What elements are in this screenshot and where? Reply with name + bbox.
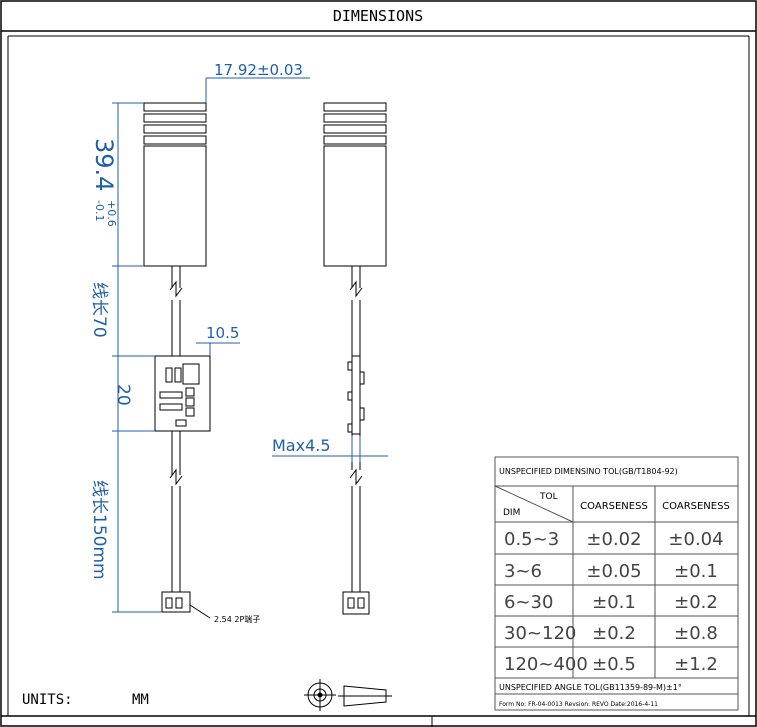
table-header-dim: DIM [503, 508, 520, 518]
fin [143, 102, 207, 112]
form-note: Form No: FR-04-0013 Revsion: REVO Date:2… [499, 701, 658, 708]
svg-text:±0.5: ±0.5 [592, 654, 636, 675]
svg-text:0.5~3: 0.5~3 [504, 529, 559, 550]
svg-text:3~6: 3~6 [504, 561, 542, 582]
fin [143, 135, 207, 145]
svg-text:±0.8: ±0.8 [674, 623, 718, 644]
svg-text:±0.2: ±0.2 [674, 592, 718, 613]
svg-text:30~120: 30~120 [504, 623, 576, 644]
connector-side [342, 591, 370, 615]
table-header-col1: COARSENESS [580, 501, 648, 512]
svg-text:±0.04: ±0.04 [668, 529, 723, 550]
wire-length-bottom-label: 线长150mm [89, 480, 109, 580]
svg-text:±0.1: ±0.1 [674, 561, 718, 582]
units-label: UNITS: [22, 692, 73, 708]
fin [323, 124, 387, 134]
table-row: 30~120 ±0.2 ±0.8 [504, 623, 718, 644]
table-row: 120~400 ±0.5 ±1.2 [504, 654, 718, 675]
svg-text:6~30: 6~30 [504, 592, 553, 613]
wire-length-top-label: 线长70 [89, 282, 109, 338]
front-view [143, 102, 211, 619]
svg-text:±0.02: ±0.02 [586, 529, 641, 550]
tolerance-table [494, 456, 739, 711]
projection-circle-icon [304, 679, 336, 711]
fin [143, 124, 207, 134]
module-width-label: 10.5 [206, 324, 239, 342]
table-title: UNSPECIFIED DIMENSINO TOL(GB/T1804-92) [499, 467, 678, 476]
body-length-tol-lower: -0.1 [93, 200, 106, 221]
cap-diameter-label: 17.92±0.03 [214, 61, 303, 79]
table-header-col2: COARSENESS [662, 501, 730, 512]
laser-body-side [323, 145, 387, 267]
body-length-tol-upper: +0.6 [105, 200, 118, 227]
svg-text:120~400: 120~400 [504, 654, 588, 675]
front-dimension-lines [112, 77, 310, 613]
max-thickness-label: Max4.5 [272, 436, 331, 455]
fin [143, 113, 207, 123]
side-dimension-lines [272, 436, 388, 462]
units-value: MM [132, 692, 149, 708]
svg-text:±0.05: ±0.05 [586, 561, 641, 582]
table-row: 0.5~3 ±0.02 ±0.04 [504, 529, 724, 550]
header-title: DIMENSIONS [333, 7, 423, 25]
svg-text:±0.2: ±0.2 [592, 623, 636, 644]
table-row: 6~30 ±0.1 ±0.2 [504, 592, 718, 613]
module-height-label: 20 [113, 384, 133, 406]
table-header-tol: TOL [539, 492, 558, 502]
table-row: 3~6 ±0.05 ±0.1 [504, 561, 718, 582]
side-view [323, 102, 387, 615]
laser-body [143, 145, 207, 267]
projection-cone-icon [338, 685, 392, 707]
fin [323, 135, 387, 145]
body-length-label: 39.4 [90, 138, 118, 191]
fin [323, 102, 387, 112]
driver-module [154, 355, 211, 432]
connector [161, 591, 191, 613]
angle-tolerance-note: UNSPECIFIED ANGLE TOL(GB11359-89-M)±1° [499, 683, 682, 692]
svg-text:±0.1: ±0.1 [592, 592, 636, 613]
fin [323, 113, 387, 123]
connector-note: 2.54 2P端子 [214, 614, 260, 624]
svg-text:±1.2: ±1.2 [674, 654, 718, 675]
